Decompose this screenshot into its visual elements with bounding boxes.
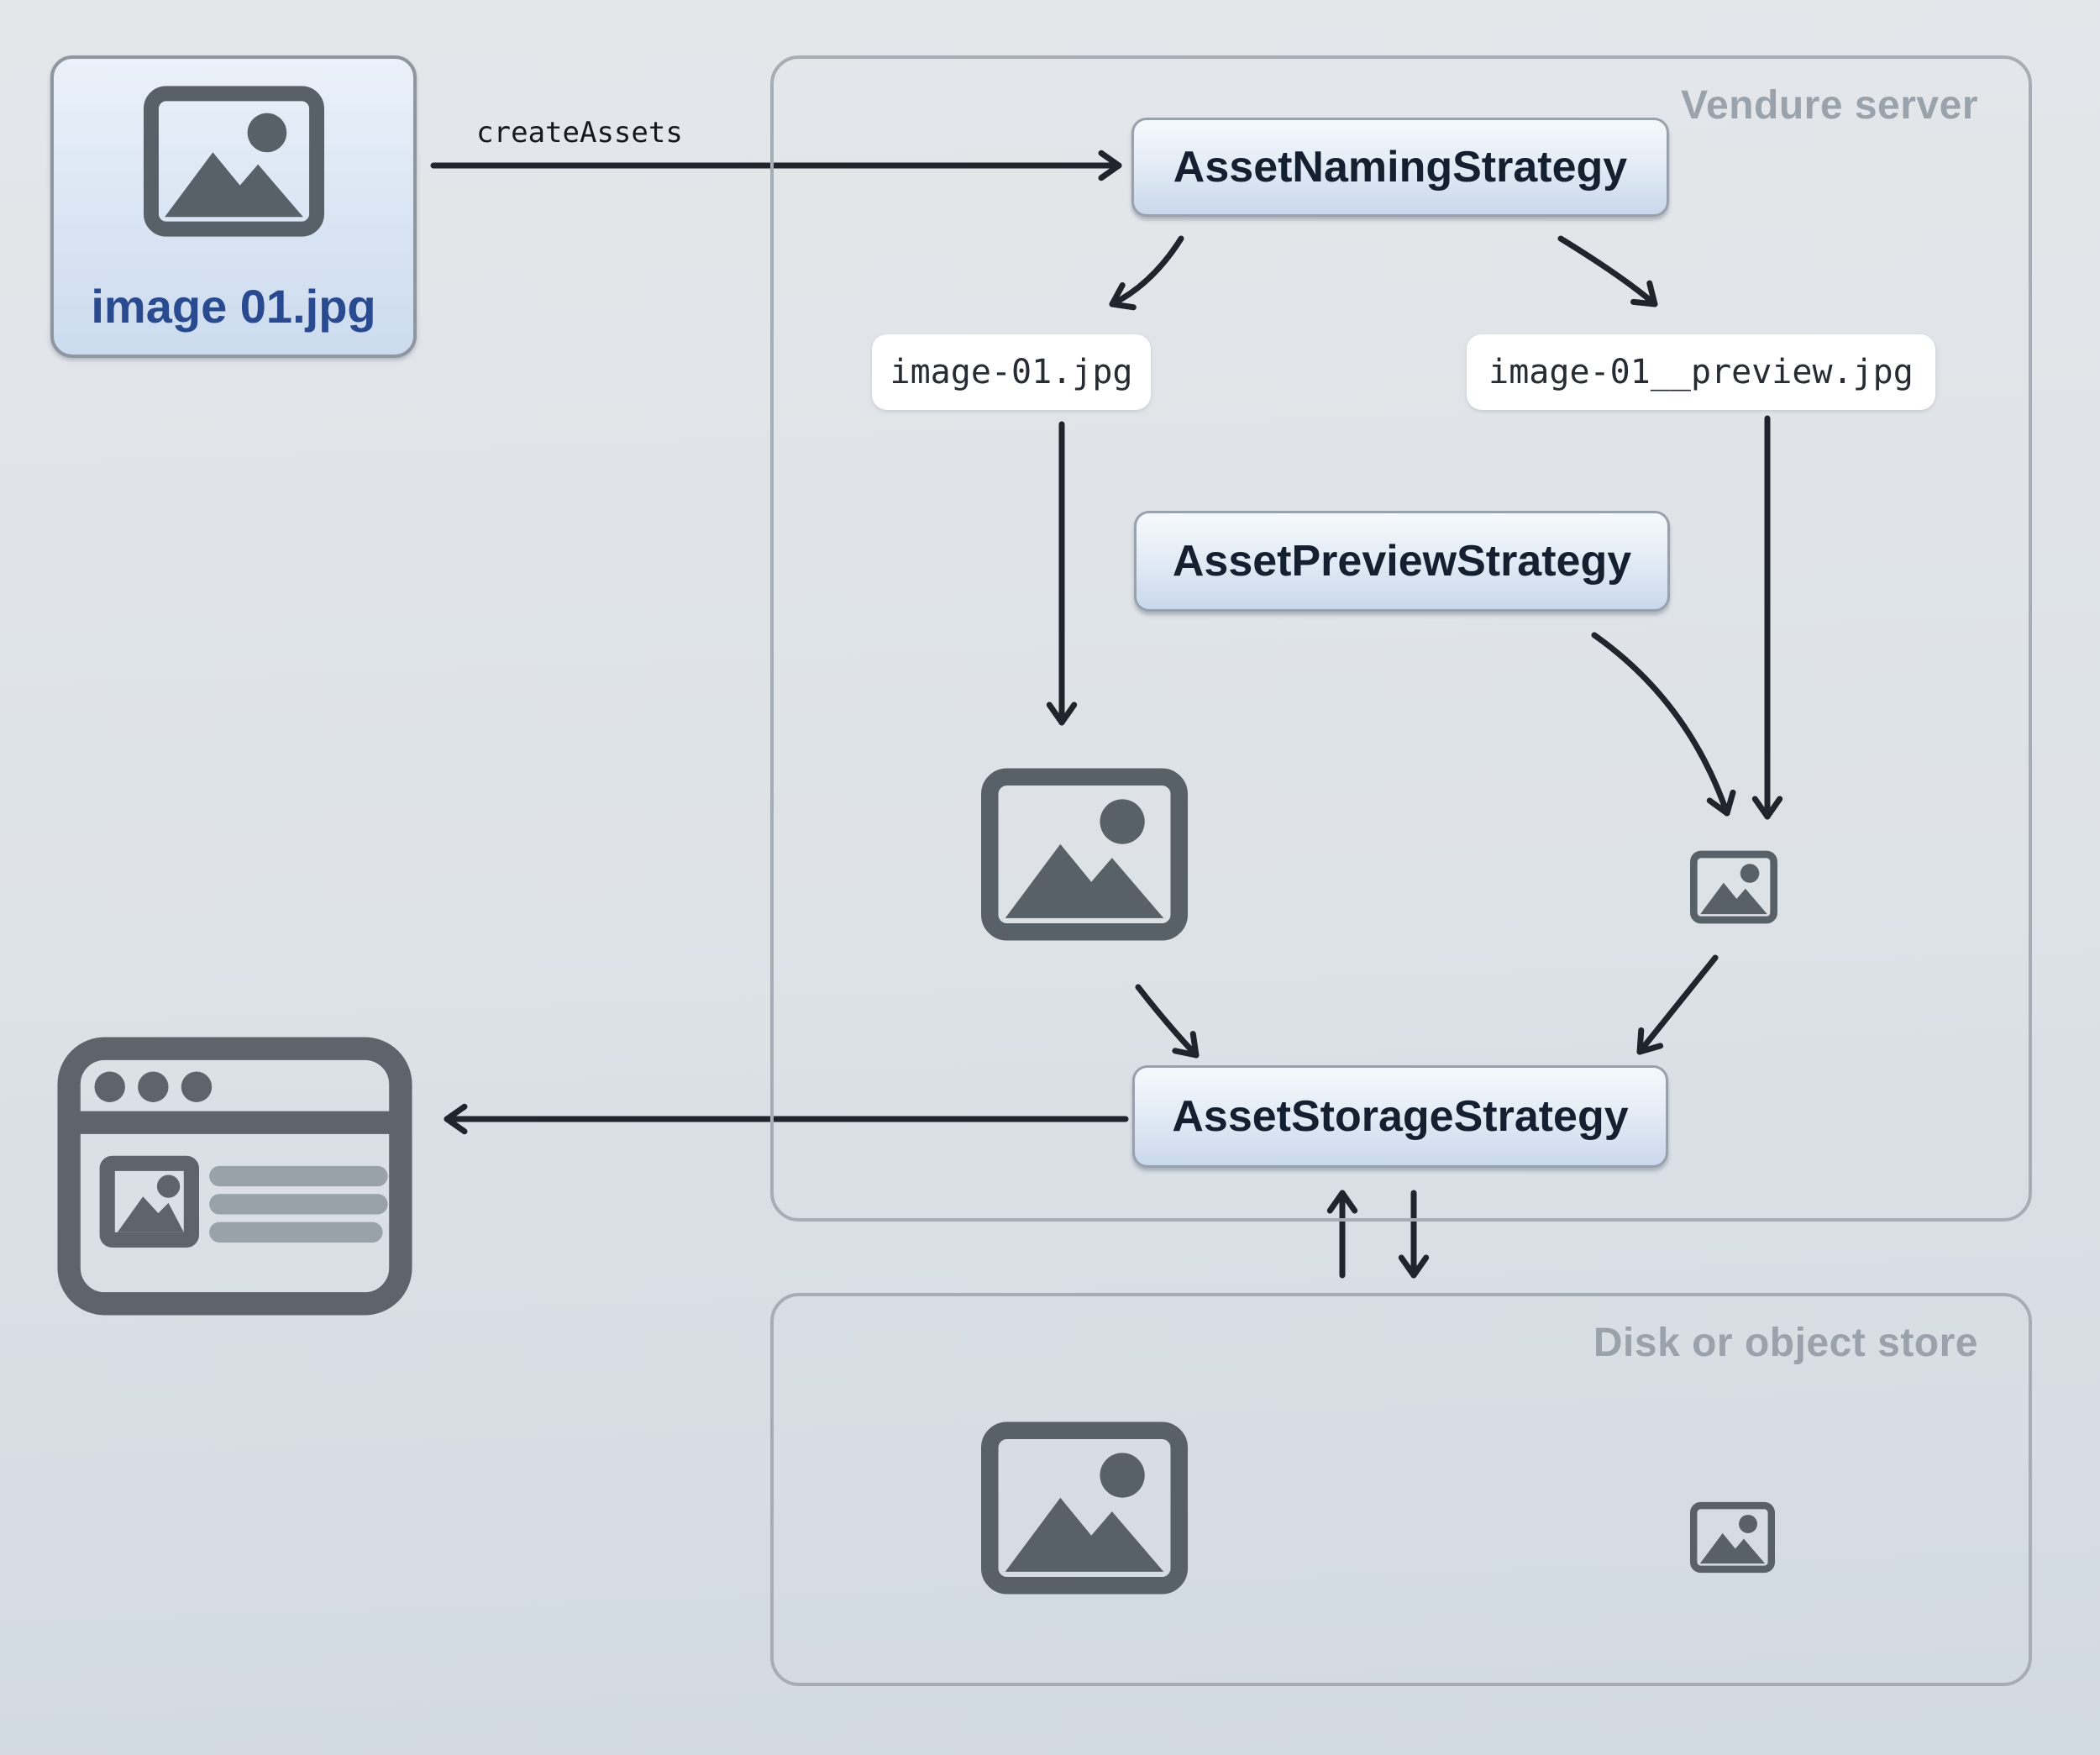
image-icon-small <box>1690 850 1777 924</box>
source-filename-chip: image-01.jpg <box>872 334 1151 410</box>
image-icon <box>981 768 1188 941</box>
preview-filename-chip: image-01__preview.jpg <box>1467 334 1935 410</box>
image-icon <box>981 1421 1188 1595</box>
arrow-naming-to-source-filename <box>1109 235 1184 311</box>
arrow-preview-strategy-to-preview-image <box>1591 632 1736 817</box>
source-file-node: image 01.jpg <box>50 55 417 358</box>
arrow-preview-image-to-storage <box>1636 954 1719 1055</box>
browser-window-icon <box>57 1037 412 1316</box>
create-assets-label: createAssets <box>476 116 683 150</box>
image-icon <box>143 86 324 237</box>
vendure-server-container: Vendure server <box>770 55 2032 1222</box>
disk-store-container: Disk or object store <box>770 1293 2032 1686</box>
image-icon-small <box>1690 1501 1775 1574</box>
disk-store-label: Disk or object store <box>1593 1321 1978 1365</box>
asset-naming-strategy-node: AssetNamingStrategy <box>1131 118 1669 217</box>
vendure-server-label: Vendure server <box>1681 83 1978 128</box>
asset-storage-strategy-node: AssetStorageStrategy <box>1132 1065 1668 1168</box>
arrow-naming-to-preview-filename <box>1557 235 1658 307</box>
asset-preview-strategy-node: AssetPreviewStrategy <box>1134 511 1670 612</box>
source-file-label: image 01.jpg <box>91 280 376 333</box>
arrow-image-to-storage <box>1135 984 1200 1059</box>
